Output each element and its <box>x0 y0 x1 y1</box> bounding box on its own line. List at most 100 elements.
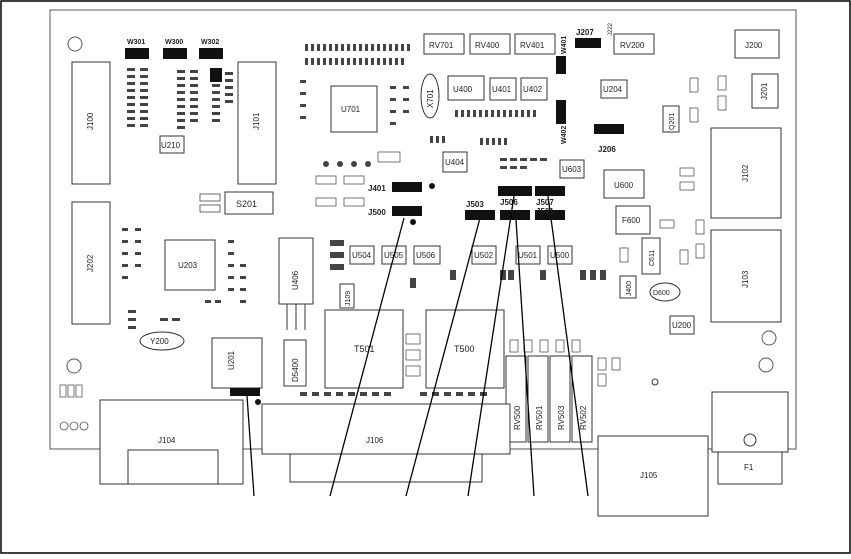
connector-j101 <box>237 61 277 185</box>
label-u500: U500 <box>550 251 570 260</box>
mounting-holes <box>66 36 778 374</box>
link-pads <box>315 151 401 207</box>
right-side-parts <box>619 75 727 265</box>
j401-pin <box>429 183 435 189</box>
label-u504: U504 <box>352 251 372 260</box>
connector-j106-shell <box>289 453 483 483</box>
label-j109: J109 <box>345 291 352 306</box>
label-u603: U603 <box>562 165 582 174</box>
label-u406: U406 <box>291 270 300 290</box>
chip-u506 <box>413 245 441 265</box>
label-j506: J506 <box>500 198 518 207</box>
label-j206: J206 <box>598 145 616 154</box>
pot-rv502 <box>571 355 593 443</box>
chip-u201 <box>211 337 263 389</box>
switch-s201 <box>224 191 274 215</box>
connector-j103 <box>710 229 782 323</box>
label-u506: U506 <box>416 251 436 260</box>
chip-u204 <box>600 79 628 99</box>
label-u701: U701 <box>341 105 361 114</box>
connector-j104-shell <box>127 449 219 485</box>
left-rail-parts <box>59 384 89 431</box>
callout-line-3 <box>405 217 481 497</box>
label-j101: J101 <box>252 112 261 130</box>
label-f600: F600 <box>622 216 641 225</box>
smd-pads-left <box>127 68 233 129</box>
label-d600: D600 <box>653 290 670 297</box>
regulator-u406 <box>278 237 314 305</box>
label-q201: Q201 <box>669 113 676 130</box>
label-t501: T501 <box>354 344 375 354</box>
jumper-u201-pin <box>255 399 261 405</box>
smd-pads-u50x <box>330 240 606 288</box>
label-rv200: RV200 <box>620 41 645 50</box>
pot-rv701 <box>423 33 465 55</box>
label-w300: W300 <box>165 39 183 46</box>
pot-rv500 <box>505 355 527 443</box>
crystal-x701 <box>420 73 440 119</box>
chip-u504 <box>349 245 375 265</box>
connector-j105 <box>597 435 709 517</box>
jumper-w402 <box>556 100 566 124</box>
label-u203: U203 <box>178 261 198 270</box>
diode-d600 <box>649 282 681 302</box>
label-c611: C611 <box>649 250 656 266</box>
chip-u500 <box>547 245 573 265</box>
u406-legs <box>286 304 306 330</box>
label-f1: F1 <box>744 463 754 472</box>
label-j202: J202 <box>86 254 95 272</box>
label-w302: W302 <box>201 39 219 46</box>
fuse-f1 <box>717 451 783 485</box>
connector-j104 <box>99 399 244 485</box>
label-u502: U502 <box>474 251 494 260</box>
label-t500: T500 <box>454 344 475 354</box>
smd-pads-top-row <box>305 44 410 65</box>
crystal-y200 <box>139 331 185 351</box>
connector-j102 <box>710 127 782 219</box>
diode-d5400 <box>283 339 307 387</box>
chip-u600 <box>603 169 645 199</box>
small-ic-left <box>210 68 222 82</box>
jumper-j507 <box>535 186 565 196</box>
connector-j400 <box>619 275 637 299</box>
label-x701: X701 <box>426 89 435 108</box>
label-rv401: RV401 <box>520 41 545 50</box>
smd-pads-middle <box>430 110 547 169</box>
chip-u603 <box>559 159 585 179</box>
t50x-side-parts <box>405 333 421 377</box>
jumper-j401 <box>392 182 422 192</box>
label-u201: U201 <box>227 350 236 370</box>
chip-u501 <box>515 245 541 265</box>
capacitor-c611 <box>641 237 661 275</box>
label-u404: U404 <box>445 158 465 167</box>
label-w401: W401 <box>561 36 568 54</box>
label-j105: J105 <box>640 471 658 480</box>
label-u501: U501 <box>518 251 538 260</box>
j500-pin <box>410 219 416 225</box>
pot-rv401 <box>514 33 556 55</box>
jumper-j207 <box>575 38 601 48</box>
jumper-w401 <box>556 56 566 74</box>
label-j222: J222 <box>608 22 614 36</box>
pot-rv400 <box>469 33 511 55</box>
label-j401: J401 <box>368 184 386 193</box>
connector-j200 <box>734 29 780 59</box>
label-j503: J503 <box>466 200 484 209</box>
label-rv502: RV502 <box>579 405 588 430</box>
link-dots <box>323 161 371 167</box>
smd-pads-u701 <box>300 80 409 125</box>
label-j400: J400 <box>626 281 633 296</box>
label-rv500: RV500 <box>513 405 522 430</box>
label-j103: J103 <box>741 270 750 288</box>
connector-j202 <box>71 201 111 325</box>
callout-line-1 <box>246 395 255 497</box>
smd-pads-y200 <box>128 310 180 329</box>
label-rv400: RV400 <box>475 41 500 50</box>
jumper-w300 <box>163 48 187 59</box>
test-point <box>651 378 659 386</box>
label-j500: J500 <box>368 208 386 217</box>
connector-j100 <box>71 61 111 185</box>
label-j200: J200 <box>745 41 763 50</box>
